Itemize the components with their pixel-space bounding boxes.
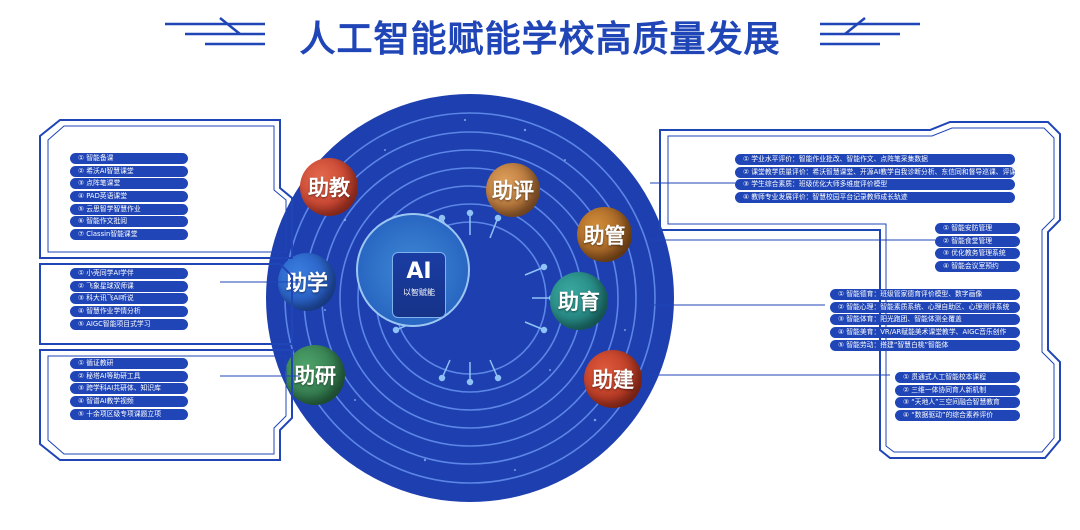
list-item: ④ “数据驱动”的综合素养评价 xyxy=(895,410,1020,422)
list-item: ② 飞象星球双师课 xyxy=(70,280,188,292)
list-item: ① 智能安防管理 xyxy=(935,223,1020,234)
left-list-2: ① 小壳同学AI学伴 ② 飞象星球双师课 ③ 科大讯飞AI听说 ④ 智慧作业学情… xyxy=(70,268,188,331)
planet-guan: 助管 xyxy=(577,207,632,262)
title-deco-left xyxy=(165,17,265,46)
list-item: ⑤ 智能劳动：搭建“智慧白桃”智能体 xyxy=(830,339,1020,351)
list-item: ② 希沃AI智慧课堂 xyxy=(70,165,188,177)
list-item: ④ 智能美育：VR/AR赋能美术课堂教学、AIGC音乐创作 xyxy=(830,327,1020,339)
ai-chip: AI 以智赋能 xyxy=(392,252,446,318)
list-item: ③ “天地人”三空间融合智慧教育 xyxy=(895,397,1020,409)
list-item: ④ 教师专业发展评价：智慧校园平台记录教师成长轨迹 xyxy=(735,192,1015,204)
list-item: ⑦ Classin智能课堂 xyxy=(70,229,188,241)
list-item: ② 三维一体协同育人新机制 xyxy=(895,384,1020,396)
list-item: ④ 智能会议室预约 xyxy=(935,261,1020,273)
planet-yan: 助研 xyxy=(285,345,345,405)
list-item: ② 课堂教学质量评价：希沃智慧课堂、开源AI教学自我诊断分析、东信同和督导巡课、… xyxy=(735,166,1015,178)
planet-ping: 助评 xyxy=(486,163,540,217)
right-list-4: ① 贯通式人工智能校本课程 ② 三维一体协同育人新机制 ③ “天地人”三空间融合… xyxy=(895,372,1020,423)
left-frame-3 xyxy=(39,349,300,461)
list-item: ③ 学生综合素质：班级优化大师多维度评价模型 xyxy=(735,179,1015,191)
list-item: ③ 点阵笔课堂 xyxy=(70,178,188,190)
list-item: ③ 优化教务管理系统 xyxy=(935,248,1020,260)
right-list-2: ① 智能安防管理 ② 智能食堂管理 ③ 优化教务管理系统 ④ 智能会议室预约 xyxy=(935,223,1020,274)
list-item: ④ 智谱AI教学视频 xyxy=(70,396,188,408)
list-item: ② 智能食堂管理 xyxy=(935,235,1020,247)
list-item: ① 学业水平评价：智能作业批改、智能作文、点阵笔采集数据 xyxy=(735,154,1015,165)
planet-yan-label: 助研 xyxy=(294,364,336,388)
planet-ping-label: 助评 xyxy=(492,179,534,203)
list-item: ③ 智能体育：阳光跑团、智能体测全覆盖 xyxy=(830,314,1020,326)
list-item: ⑤ AIGC智能项目式学习 xyxy=(70,318,188,330)
planet-guan-label: 助管 xyxy=(583,223,626,248)
planet-jian: 助建 xyxy=(584,350,642,408)
list-item: ④ PAD英语课堂 xyxy=(70,191,188,203)
title-deco-right xyxy=(820,17,920,46)
list-item: ④ 智慧作业学情分析 xyxy=(70,306,188,318)
right-list-3: ① 智能德育：班级管家德育评价模型、数字画像 ② 智能心理：智能素质系统、心理自… xyxy=(830,289,1020,352)
planet-jiao: 助教 xyxy=(300,158,358,216)
left-frame-1 xyxy=(39,119,293,259)
list-item: ⑤ 十余项区级专项课题立项 xyxy=(70,408,188,420)
list-item: ② 智能心理：智能素质系统、心理自助区、心理测评系统 xyxy=(830,301,1020,313)
left-list-1: ① 智能备课 ② 希沃AI智慧课堂 ③ 点阵笔课堂 ④ PAD英语课堂 ⑤ 云思… xyxy=(70,153,188,242)
list-item: ① 循证教研 xyxy=(70,358,188,369)
left-frame-2 xyxy=(39,263,300,345)
list-item: ① 智能备课 xyxy=(70,153,188,164)
list-item: ① 贯通式人工智能校本课程 xyxy=(895,372,1020,383)
right-list-1: ① 学业水平评价：智能作业批改、智能作文、点阵笔采集数据 ② 课堂教学质量评价：… xyxy=(735,154,1015,205)
list-item: ① 智能德育：班级管家德育评价模型、数字画像 xyxy=(830,289,1020,300)
list-item: ⑤ 云思智学智慧作业 xyxy=(70,203,188,215)
list-item: ③ 科大讯飞AI听说 xyxy=(70,293,188,305)
list-item: ③ 跨学科AI共研体、知识库 xyxy=(70,383,188,395)
left-list-3: ① 循证教研 ② 秘塔AI等助研工具 ③ 跨学科AI共研体、知识库 ④ 智谱AI… xyxy=(70,358,188,421)
list-item: ⑥ 智能作文批阅 xyxy=(70,216,188,228)
planet-yu: 助育 xyxy=(550,272,608,330)
planet-jian-label: 助建 xyxy=(592,368,634,392)
ai-sublabel: 以智赋能 xyxy=(403,288,435,297)
planet-yu-label: 助育 xyxy=(558,290,600,314)
page-title: 人工智能赋能学校高质量发展 xyxy=(299,19,781,60)
planet-jiao-label: 助教 xyxy=(308,176,350,200)
list-item: ① 小壳同学AI学伴 xyxy=(70,268,188,279)
list-item: ② 秘塔AI等助研工具 xyxy=(70,370,188,382)
ai-label: AI xyxy=(406,259,432,284)
